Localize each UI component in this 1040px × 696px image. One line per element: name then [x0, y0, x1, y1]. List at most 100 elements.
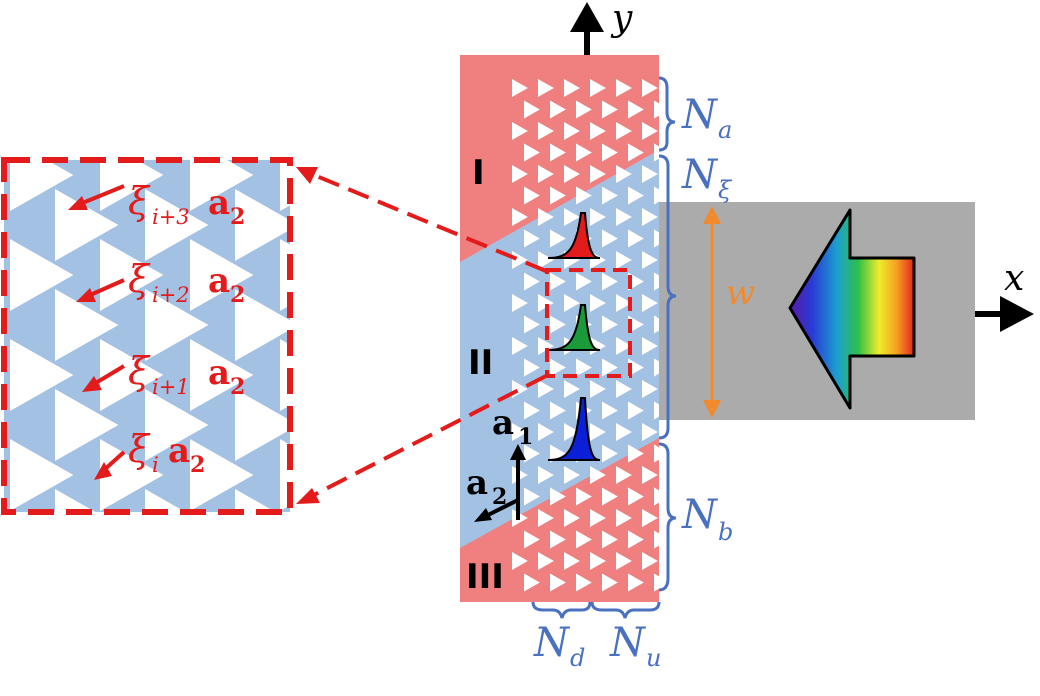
lattice-triangle — [616, 552, 632, 570]
inset-triangle — [190, 239, 254, 311]
lattice-triangle — [538, 251, 554, 269]
lattice-triangle — [590, 165, 606, 183]
lattice-triangle — [590, 122, 606, 140]
lattice-triangle — [538, 380, 554, 398]
inset-triangle — [235, 289, 290, 361]
lattice-triangle — [550, 272, 566, 291]
lattice-triangle — [512, 165, 528, 183]
svg-text:i+2: i+2 — [152, 283, 190, 307]
inset-triangle — [10, 439, 74, 511]
lattice-triangle — [524, 272, 540, 291]
lattice-triangle — [512, 552, 528, 570]
lattice-triangle — [642, 251, 658, 269]
lattice-triangle — [538, 122, 554, 140]
lattice-triangle — [576, 358, 592, 377]
inset-triangle — [55, 489, 96, 512]
lattice-triangle — [564, 509, 580, 527]
region-label-II: II — [468, 343, 493, 383]
lattice-triangle — [642, 337, 658, 355]
inset-triangle — [10, 239, 74, 311]
svg-text:2: 2 — [190, 452, 205, 478]
svg-text:ξ: ξ — [128, 427, 151, 471]
lattice-triangle — [654, 272, 659, 291]
inset-triangle — [10, 160, 74, 211]
lattice-triangle — [654, 186, 659, 205]
lattice-triangle — [642, 423, 658, 441]
svg-text:a: a — [208, 183, 230, 223]
zoom-arrowhead-bottom — [296, 488, 320, 504]
inset-label-i2: ξ i+2 a 2 — [128, 257, 245, 308]
label-a2: a 2 — [466, 463, 507, 510]
lattice-triangle — [602, 100, 618, 119]
lattice-triangle — [616, 337, 632, 355]
lattice-triangle — [576, 530, 592, 549]
lattice-triangle — [524, 401, 540, 420]
lattice-triangle — [550, 100, 566, 119]
lattice-triangle — [590, 423, 606, 441]
lattice-triangle — [512, 79, 528, 97]
lattice-triangle — [564, 294, 580, 312]
svg-text:a: a — [466, 463, 488, 503]
lattice-triangle — [590, 552, 606, 570]
region-label-III: III — [466, 557, 504, 597]
lattice-triangle — [576, 186, 592, 205]
svg-text:N: N — [681, 92, 719, 138]
svg-text:a: a — [718, 116, 732, 144]
lattice-triangle — [564, 552, 580, 570]
inset-triangle — [235, 189, 290, 261]
lattice-triangle — [590, 380, 606, 398]
lattice-triangle — [512, 423, 528, 441]
svg-text:2: 2 — [230, 374, 245, 400]
green-pulse-icon — [547, 304, 601, 351]
lattice-triangle — [602, 272, 618, 291]
svg-text:N: N — [681, 492, 719, 538]
zoom-line-top — [301, 168, 547, 273]
lattice-triangle — [512, 208, 528, 226]
lattice-triangle — [512, 122, 528, 140]
lattice-triangle — [654, 358, 659, 377]
lattice-triangle — [538, 79, 554, 97]
inset-triangle — [325, 489, 388, 561]
y-axis-label: y — [610, 0, 633, 39]
brace-Nxi — [658, 154, 677, 440]
lattice-triangle — [628, 229, 644, 248]
lattice-triangle — [538, 509, 554, 527]
lattice-triangle — [616, 165, 632, 183]
lattice-triangle — [642, 466, 658, 484]
lattice-triangle — [616, 509, 632, 527]
lattice-triangle — [628, 487, 644, 506]
zoom-source-box — [545, 268, 632, 378]
zoom-inset — [1, 157, 388, 561]
lattice-triangle — [628, 186, 644, 205]
lattice-triangle — [524, 444, 540, 463]
lattice-triangle — [654, 315, 659, 334]
lattice-triangle — [654, 229, 659, 248]
lattice-triangle — [550, 315, 566, 334]
inset-triangle — [100, 160, 164, 211]
inset-label-i3: ξ i+3 a 2 — [128, 179, 245, 230]
inset-arrows — [68, 184, 126, 480]
lattice-triangle — [550, 487, 566, 506]
lattice-triangle — [524, 315, 540, 334]
lattice-triangle — [642, 165, 658, 183]
inset-triangle — [145, 489, 186, 512]
svg-text:i: i — [152, 453, 159, 477]
x-axis-label: x — [1004, 258, 1024, 299]
svg-text:b: b — [718, 518, 733, 546]
lattice-triangle — [576, 100, 592, 119]
lattice-triangle — [590, 509, 606, 527]
lattice-triangle — [512, 294, 528, 312]
svg-text:a: a — [208, 261, 230, 301]
inset-triangle — [145, 289, 209, 361]
lattice-triangle — [616, 294, 632, 312]
lattice-vectors — [474, 444, 526, 522]
lattice-triangle — [524, 358, 540, 377]
lattice-triangle — [654, 401, 659, 420]
photonic-crystal-strip — [460, 55, 659, 602]
lattice-triangle — [628, 573, 644, 592]
label-Nu: N u — [609, 620, 661, 672]
lattice-triangle — [616, 208, 632, 226]
lattice-triangle — [590, 79, 606, 97]
lattice-triangle — [524, 143, 540, 162]
lattice-triangle — [564, 423, 580, 441]
